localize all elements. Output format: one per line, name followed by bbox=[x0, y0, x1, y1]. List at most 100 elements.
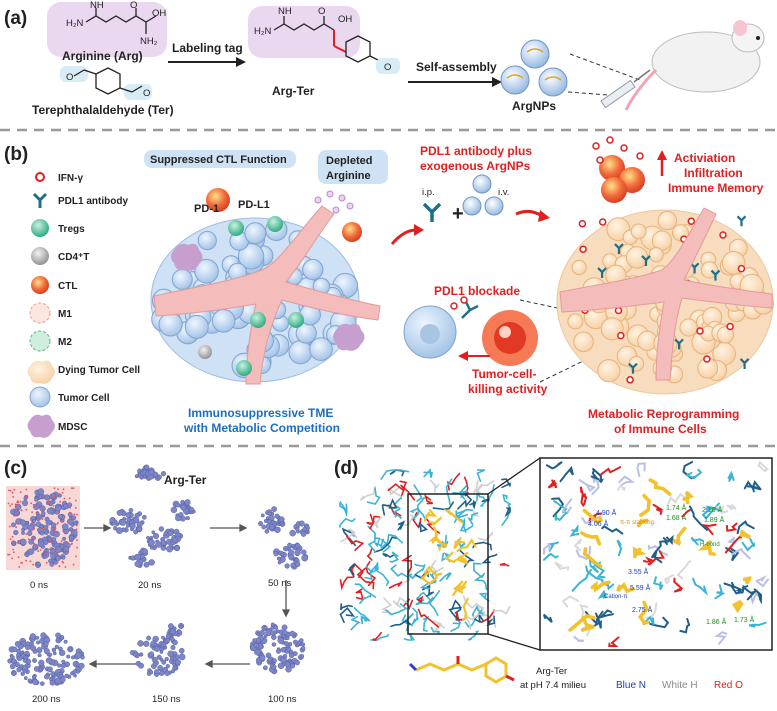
water-particle bbox=[9, 489, 12, 492]
protein-residue bbox=[410, 607, 419, 627]
legend-m1: M1 bbox=[29, 302, 72, 324]
md-particle bbox=[61, 659, 66, 664]
svg-text:Tregs: Tregs bbox=[58, 224, 85, 235]
md-particle bbox=[68, 534, 75, 541]
water-particle bbox=[12, 495, 15, 498]
water-particle bbox=[14, 514, 17, 517]
protein-residue-zoom bbox=[676, 560, 692, 580]
legend-pdl1-antibody: PDL1 antibody bbox=[32, 192, 128, 208]
md-particle bbox=[299, 654, 305, 659]
md-particle bbox=[67, 502, 73, 508]
md-particle bbox=[133, 516, 140, 524]
water-particle bbox=[29, 560, 32, 563]
argter-ligand bbox=[457, 555, 469, 566]
md-particle bbox=[274, 513, 280, 519]
md-particle bbox=[165, 664, 170, 669]
water-particle bbox=[25, 508, 28, 511]
md-particle bbox=[55, 505, 62, 512]
md-particle bbox=[33, 666, 40, 672]
ctl-cluster bbox=[599, 155, 645, 203]
md-particle bbox=[14, 641, 21, 647]
md-particle bbox=[41, 511, 46, 516]
ifn-gamma-dot bbox=[719, 231, 727, 239]
md-particle bbox=[139, 652, 144, 657]
argnps-label: ArgNPs bbox=[512, 99, 556, 113]
md-particle bbox=[253, 642, 259, 648]
argter-o-end: O bbox=[384, 62, 391, 73]
svg-text:1.89 Å: 1.89 Å bbox=[704, 515, 725, 524]
water-particle bbox=[15, 504, 17, 507]
water-particle bbox=[55, 552, 58, 555]
md-particle bbox=[22, 500, 29, 507]
md-particle bbox=[271, 506, 277, 512]
md-particle bbox=[16, 648, 21, 654]
md-particle bbox=[176, 633, 181, 637]
protein-residue bbox=[467, 630, 480, 641]
protein-residue bbox=[392, 596, 409, 609]
md-particle bbox=[154, 645, 161, 652]
md-particle bbox=[268, 524, 275, 531]
protein-residue-zoom bbox=[692, 577, 708, 596]
legend-tregs: Tregs bbox=[31, 219, 85, 237]
md-particle bbox=[27, 530, 33, 536]
protein-residue-zoom bbox=[727, 470, 735, 482]
water-particle bbox=[36, 545, 38, 548]
md-particle bbox=[277, 637, 285, 644]
md-particle bbox=[174, 545, 180, 551]
md-particle bbox=[271, 658, 277, 664]
md-particle bbox=[35, 635, 40, 640]
depleted-label: Depleted bbox=[326, 155, 372, 167]
legend-ifn: IFN-γ bbox=[35, 172, 83, 184]
svg-text:1.68 Å: 1.68 Å bbox=[666, 513, 687, 522]
md-particle bbox=[64, 673, 69, 679]
svg-text:2.75 Å: 2.75 Å bbox=[632, 605, 653, 614]
md-snapshot-20ns bbox=[109, 499, 196, 568]
protein-residue-zoom bbox=[650, 549, 663, 564]
md-particle bbox=[32, 543, 39, 550]
dying-tumor-cell bbox=[679, 318, 698, 337]
md-particle bbox=[261, 524, 267, 530]
dying-tumor-cell bbox=[657, 210, 677, 231]
time-200: 200 ns bbox=[32, 694, 61, 705]
protein-residue bbox=[382, 553, 396, 559]
water-particle bbox=[56, 561, 59, 563]
protein-residue-zoom bbox=[551, 497, 565, 518]
ifn-gamma-dot bbox=[737, 264, 746, 273]
md-particle bbox=[37, 653, 42, 658]
water-particle bbox=[31, 538, 34, 540]
antibody-icon-mid bbox=[422, 202, 442, 222]
argter-ligand-zoom bbox=[739, 530, 751, 539]
dying-tumor-cell bbox=[648, 247, 664, 263]
protein-residue-zoom bbox=[579, 604, 589, 620]
md-particle bbox=[25, 641, 31, 646]
protein-residue bbox=[462, 595, 484, 611]
protein-residue-zoom bbox=[561, 498, 573, 515]
arginine-highlight bbox=[47, 2, 167, 57]
panel-b-tag: (b) bbox=[4, 144, 28, 165]
md-particle bbox=[189, 507, 195, 513]
protein-residue-zoom bbox=[684, 468, 703, 480]
protein-residue-zoom bbox=[701, 502, 720, 520]
protein-residue-zoom bbox=[573, 636, 584, 643]
protein-residue bbox=[339, 501, 346, 510]
protein-residue bbox=[339, 517, 356, 528]
svg-text:1.86 Å: 1.86 Å bbox=[706, 617, 727, 626]
depleted-arginine-dots bbox=[314, 190, 354, 214]
ifn-gamma-dot bbox=[626, 376, 634, 384]
md-particle bbox=[302, 526, 307, 532]
protein-residue bbox=[374, 516, 383, 529]
protein-residue-zoom bbox=[741, 585, 758, 601]
time-0: 0 ns bbox=[30, 580, 48, 591]
md-particle bbox=[170, 637, 175, 642]
md-particle bbox=[137, 662, 144, 669]
water-particle bbox=[25, 533, 28, 535]
protein-residue-zoom bbox=[592, 468, 604, 483]
zoom-box bbox=[407, 493, 489, 635]
md-particle bbox=[284, 661, 291, 668]
md-particle bbox=[154, 669, 159, 675]
ter-highlight-right bbox=[124, 84, 152, 100]
md-particle bbox=[149, 545, 154, 550]
argter-ligand-zoom bbox=[616, 582, 635, 594]
protein-residue-zoom bbox=[726, 504, 737, 511]
